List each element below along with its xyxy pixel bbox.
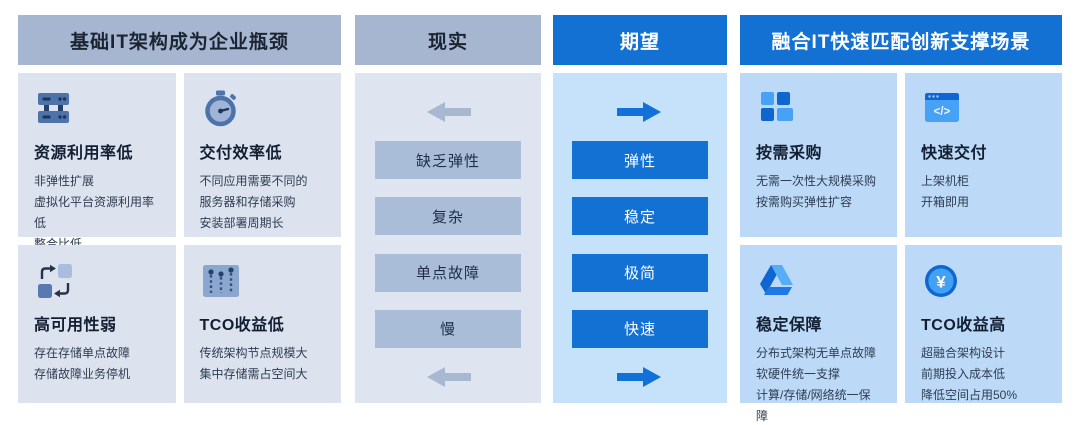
code-window-icon: </>: [925, 93, 959, 122]
expectation-panel: 弹性 稳定 极简 快速: [553, 73, 727, 403]
reality-header: 现实: [355, 15, 541, 65]
card-line: 集中存储需占空间大: [199, 367, 308, 381]
card-line: 非弹性扩展: [34, 174, 95, 188]
card-title: 高可用性弱: [34, 317, 117, 334]
card-line: 无需一次性大规模采购: [756, 174, 877, 188]
card-tco-high: ¥ TCO收益高 超融合架构设计 前期投入成本低 降低空间占用50%: [905, 245, 1062, 403]
swap-icon: [38, 264, 72, 298]
card-resource-utilization: 资源利用率低 非弹性扩展 虚拟化平台资源利用率低 整合比低: [18, 73, 176, 251]
expectation-item: 稳定: [572, 197, 708, 236]
card-line: 软硬件统一支撑: [756, 367, 841, 381]
card-line: 服务器和存储采购: [199, 195, 296, 209]
card-title: 稳定保障: [756, 317, 823, 334]
card-line: 计算/存储/网络统一保障: [756, 388, 871, 423]
card-title: 快速交付: [921, 145, 988, 162]
card-line: 分布式架构无单点故障: [756, 346, 877, 360]
card-title: 资源利用率低: [34, 145, 134, 162]
converged-it-section: 融合IT快速匹配创新支撑场景 按需采购 无需一次性大规模采购 按需购买弹性扩容: [740, 15, 1062, 423]
reality-item: 慢: [375, 309, 521, 348]
bottleneck-section: 基础IT架构成为企业瓶颈 资源利用率低 非弹性扩展 虚拟化平台资源利用率低 整合…: [18, 15, 341, 403]
card-title: 交付效率低: [199, 145, 283, 162]
card-line: 按需购买弹性扩容: [756, 195, 853, 209]
expectation-item: 极简: [572, 253, 708, 292]
card-delivery-efficiency: 交付效率低 不同应用需要不同的 服务器和存储采购 安装部署周期长: [183, 73, 341, 237]
converged-it-header: 融合IT快速匹配创新支撑场景: [740, 15, 1062, 65]
reality-item: 缺乏弹性: [375, 141, 521, 180]
card-line: 虚拟化平台资源利用率低: [34, 195, 155, 230]
card-line: 开箱即用: [921, 195, 970, 209]
card-title: 按需采购: [756, 145, 823, 162]
card-line: 不同应用需要不同的: [199, 174, 308, 188]
card-line: 存储故障业务停机: [34, 367, 131, 381]
card-line: 传统架构节点规模大: [199, 346, 308, 360]
card-line: 降低空间占用50%: [921, 388, 1018, 402]
card-title: TCO收益高: [921, 317, 1006, 334]
reality-panel: 缺乏弹性 复杂 单点故障 慢: [355, 73, 541, 403]
drive-icon: [760, 265, 793, 295]
expectation-item: 弹性: [572, 141, 708, 180]
card-stability-guarantee: 稳定保障 分布式架构无单点故障 软硬件统一支撑 计算/存储/网络统一保障: [740, 245, 897, 423]
arrow-right-icon: [617, 102, 661, 122]
card-line: 超融合架构设计: [921, 346, 1006, 360]
chart-icon: [202, 265, 239, 297]
card-on-demand-purchase: 按需采购 无需一次性大规模采购 按需购买弹性扩容: [740, 73, 897, 237]
arrow-left-icon: [427, 102, 471, 122]
stopwatch-icon: [204, 90, 236, 127]
expectation-column: 期望 弹性 稳定 极简 快速: [553, 15, 727, 403]
card-high-availability: 高可用性弱 存在存储单点故障 存储故障业务停机: [18, 245, 176, 403]
svg-text:</>: </>: [934, 106, 951, 118]
arrow-right-icon: [617, 366, 661, 387]
expectation-header: 期望: [553, 15, 727, 65]
card-title: TCO收益低: [199, 317, 285, 334]
card-line: 前期投入成本低: [921, 367, 1006, 381]
reality-item: 单点故障: [375, 253, 521, 292]
card-line: 安装部署周期长: [199, 216, 284, 230]
bottleneck-section-header: 基础IT架构成为企业瓶颈: [18, 15, 341, 65]
converged-it-cards: 按需采购 无需一次性大规模采购 按需购买弹性扩容 </> 快速交付 上架机柜 开…: [740, 73, 1062, 423]
coin-yen-icon: ¥: [925, 265, 957, 297]
svg-text:¥: ¥: [936, 273, 946, 292]
grid-icon: [761, 92, 793, 121]
server-icon: [38, 93, 69, 123]
bottleneck-cards: 资源利用率低 非弹性扩展 虚拟化平台资源利用率低 整合比低 交付效率低 不同应用…: [18, 73, 341, 403]
card-fast-delivery: </> 快速交付 上架机柜 开箱即用: [905, 73, 1062, 237]
card-line: 存在存储单点故障: [34, 346, 131, 360]
expectation-item: 快速: [572, 309, 708, 348]
reality-column: 现实 缺乏弹性 复杂 单点故障 慢: [355, 15, 541, 403]
card-tco-low: TCO收益低 传统架构节点规模大 集中存储需占空间大: [183, 245, 341, 403]
reality-item: 复杂: [375, 197, 521, 236]
card-line: 上架机柜: [921, 174, 970, 188]
arrow-left-icon: [427, 366, 471, 387]
